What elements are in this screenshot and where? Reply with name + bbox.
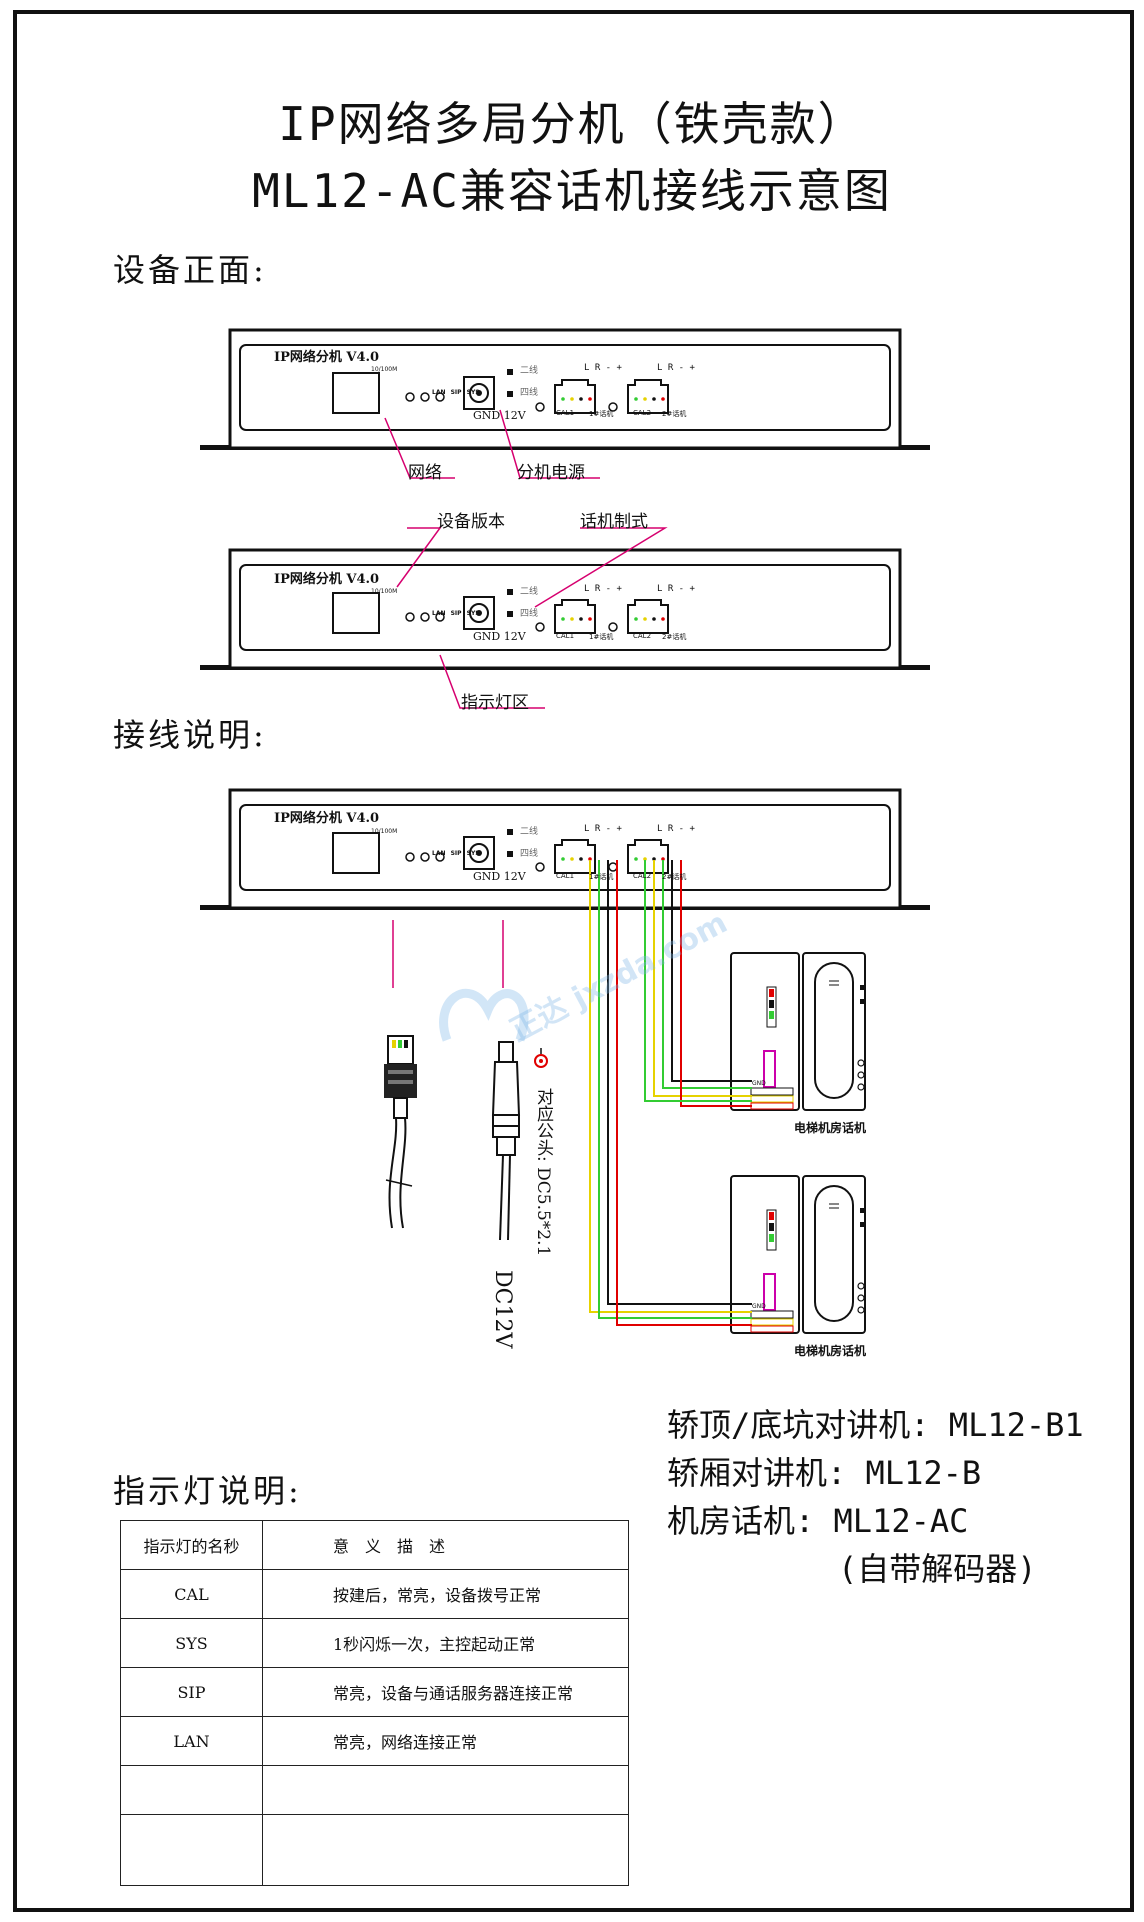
table-header-row: 指示灯的名秒 意 义 描 述: [120, 1520, 629, 1570]
table-row: [120, 1814, 629, 1886]
table-row: [120, 1765, 629, 1815]
device-model-label: IP网络分机 V4.0: [274, 350, 380, 365]
handset1-label: 1#话机: [589, 410, 614, 418]
power-label: GND 12V: [473, 630, 526, 643]
cal1-label: CAL1: [556, 872, 575, 880]
table-cell-name: [120, 1765, 263, 1815]
terminal-pins-1: L R - +: [584, 363, 622, 373]
terminal-pins-2: L R - +: [657, 824, 695, 834]
model-line-2: 轿厢对讲机: ML12-B: [667, 1454, 982, 1492]
section-wiring: 接线说明:: [113, 716, 267, 754]
port-speed-label: 10/100M: [371, 588, 398, 595]
led-label-sys: SYS: [466, 610, 480, 617]
model-line-4: (自带解码器): [838, 1550, 1037, 1588]
cal2-label: CAL2: [633, 632, 652, 640]
mode-four-wire: 四线: [520, 849, 539, 859]
cal1-label: CAL1: [556, 632, 575, 640]
led-labels: LAN SIP SYS: [432, 610, 480, 617]
dc12v-label: DC12V: [490, 1270, 515, 1349]
led-label-sip: SIP: [450, 850, 462, 857]
callout-indicator-area: 指示灯区: [461, 693, 529, 713]
led-labels: LAN SIP SYS: [432, 389, 480, 396]
callout-version: 设备版本: [437, 512, 505, 532]
table-cell-description: 常亮，网络连接正常: [262, 1716, 629, 1766]
led-label-sip: SIP: [450, 610, 462, 617]
led-label-lan: LAN: [432, 850, 446, 857]
led-label-sip: SIP: [450, 389, 462, 396]
mode-two-wire: 二线: [520, 827, 539, 837]
device-model-label: IP网络分机 V4.0: [274, 811, 380, 826]
title-line-2: ML12-AC兼容话机接线示意图: [252, 164, 892, 218]
table-row: SIP 常亮，设备与通话服务器连接正常: [120, 1667, 629, 1717]
table-cell-description: [262, 1814, 629, 1886]
callout-network: 网络: [408, 463, 442, 483]
table-row: SYS 1秒闪烁一次，主控起动正常: [120, 1618, 629, 1668]
mode-four-wire: 四线: [520, 609, 539, 619]
section-indicators: 指示灯说明:: [113, 1472, 302, 1510]
phone-label-1: 电梯机房话机: [794, 1121, 867, 1135]
title-line-1: IP网络多局分机（铁壳款）: [278, 97, 866, 151]
callout-power: 分机电源: [517, 463, 585, 483]
terminal-pins-2: L R - +: [657, 584, 695, 594]
phone-label-2: 电梯机房话机: [794, 1344, 867, 1358]
mode-two-wire: 二线: [520, 587, 539, 597]
table-header-name: 指示灯的名秒: [120, 1520, 263, 1570]
handset1-label: 1#话机: [589, 873, 614, 881]
device-model-label: IP网络分机 V4.0: [274, 572, 380, 587]
phone1-terminal-gnd: GND: [752, 1080, 766, 1087]
table-cell-name: LAN: [120, 1716, 263, 1766]
plug-note: 对应公头: DC5.5*2.1: [533, 1088, 553, 1257]
cal2-label: CAL2: [633, 872, 652, 880]
cal1-label: CAL1: [556, 409, 575, 417]
table-header-description: 意 义 描 述: [262, 1520, 629, 1570]
section-front-view: 设备正面:: [113, 251, 267, 289]
indicator-legend-table: 指示灯的名秒 意 义 描 述 CAL 按建后，常亮，设备拨号正常 SYS 1秒闪…: [120, 1520, 629, 1886]
model-line-1: 轿顶/底坑对讲机: ML12-B1: [667, 1406, 1084, 1444]
table-row: LAN 常亮，网络连接正常: [120, 1716, 629, 1766]
port-speed-label: 10/100M: [371, 366, 398, 373]
table-row: CAL 按建后，常亮，设备拨号正常: [120, 1569, 629, 1619]
table-cell-description: 常亮，设备与通话服务器连接正常: [262, 1667, 629, 1717]
terminal-pins-1: L R - +: [584, 584, 622, 594]
terminal-pins-1: L R - +: [584, 824, 622, 834]
led-label-lan: LAN: [432, 610, 446, 617]
table-cell-description: [262, 1765, 629, 1815]
phone2-terminal-gnd: GND: [752, 1303, 766, 1310]
power-label: GND 12V: [473, 409, 526, 422]
handset1-label: 1#话机: [589, 633, 614, 641]
led-label-sys: SYS: [466, 389, 480, 396]
table-cell-name: [120, 1814, 263, 1886]
handset2-label: 2#话机: [662, 873, 687, 881]
terminal-pins-2: L R - +: [657, 363, 695, 373]
led-labels: LAN SIP SYS: [432, 850, 480, 857]
table-cell-name: SYS: [120, 1618, 263, 1668]
table-cell-description: 按建后，常亮，设备拨号正常: [262, 1569, 629, 1619]
table-cell-description: 1秒闪烁一次，主控起动正常: [262, 1618, 629, 1668]
callout-phone-mode: 话机制式: [580, 512, 648, 532]
table-cell-name: CAL: [120, 1569, 263, 1619]
mode-four-wire: 四线: [520, 388, 539, 398]
led-label-lan: LAN: [432, 389, 446, 396]
model-line-3: 机房话机: ML12-AC: [667, 1502, 969, 1540]
cal2-label: CAL2: [633, 409, 652, 417]
led-label-sys: SYS: [466, 850, 480, 857]
handset2-label: 2#话机: [662, 633, 687, 641]
power-label: GND 12V: [473, 870, 526, 883]
table-cell-name: SIP: [120, 1667, 263, 1717]
handset2-label: 2#话机: [662, 410, 687, 418]
mode-two-wire: 二线: [520, 366, 539, 376]
port-speed-label: 10/100M: [371, 828, 398, 835]
